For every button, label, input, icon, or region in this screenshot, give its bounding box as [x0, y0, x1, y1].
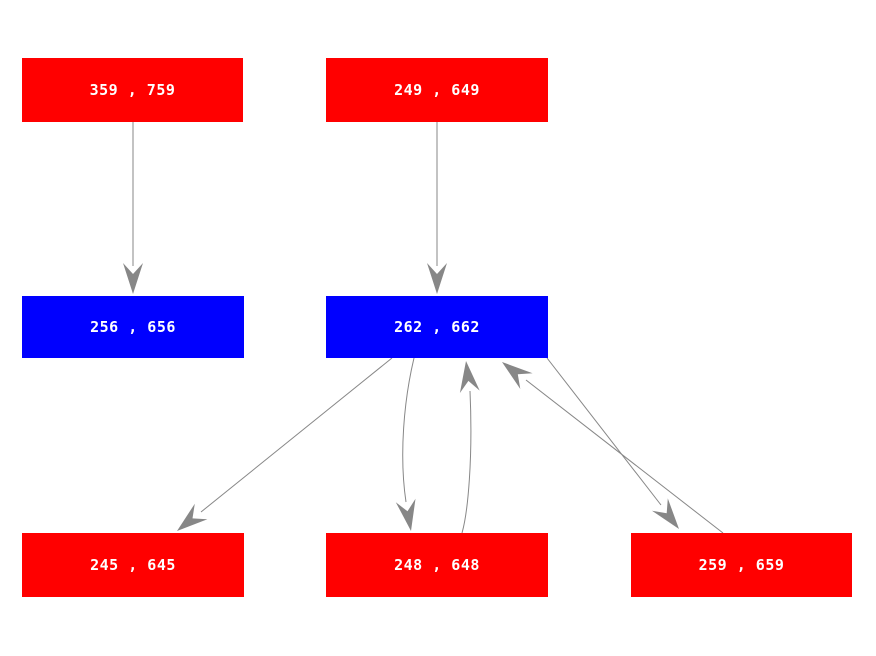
arrowhead-icon	[177, 503, 208, 531]
edge-262-662-to-248-648	[402, 357, 415, 503]
node-262-662: 262 , 662	[326, 296, 548, 358]
arrowhead-icon	[459, 361, 480, 393]
arrowhead-icon	[502, 362, 533, 389]
node-256-656: 256 , 656	[22, 296, 244, 358]
node-248-648: 248 , 648	[326, 533, 548, 597]
node-label: 245 , 645	[90, 556, 176, 574]
node-249-649: 249 , 649	[326, 58, 548, 122]
node-label: 359 , 759	[89, 81, 176, 99]
node-label: 256 , 656	[90, 318, 176, 336]
node-359-759: 359 , 759	[22, 58, 243, 122]
node-label: 249 , 649	[394, 81, 480, 99]
node-label: 262 , 662	[394, 318, 480, 336]
arrowhead-icon	[123, 263, 143, 294]
node-label: 259 , 659	[698, 556, 785, 574]
arrowhead-icon	[395, 498, 416, 531]
arrowhead-icon	[652, 498, 679, 529]
node-245-645: 245 , 645	[22, 533, 244, 597]
edge-259-659-to-262-662	[525, 379, 724, 534]
node-label: 248 , 648	[394, 556, 480, 574]
arrowhead-icon	[427, 263, 447, 294]
node-259-659: 259 , 659	[631, 533, 852, 597]
edge-262-662-to-259-659	[546, 357, 662, 506]
edge-248-648-to-262-662	[461, 390, 472, 534]
edge-262-662-to-245-645	[200, 357, 393, 513]
